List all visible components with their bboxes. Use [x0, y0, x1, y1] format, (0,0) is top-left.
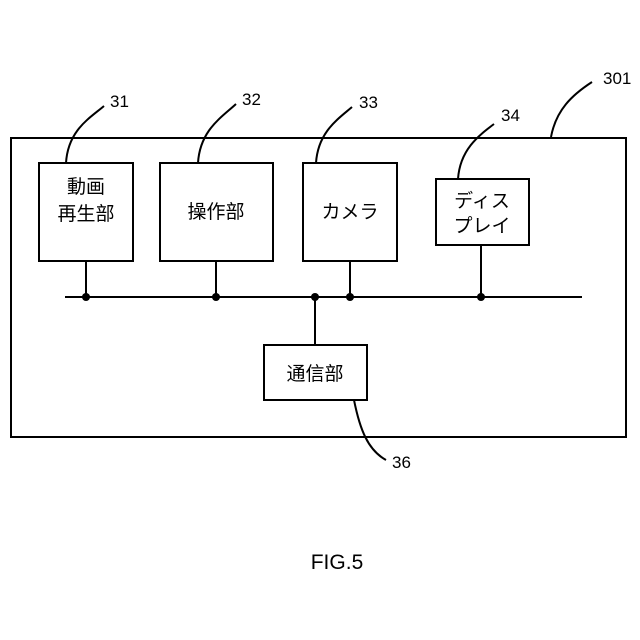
display-block: ディス プレイ	[436, 179, 529, 245]
device-ref-number: 301	[603, 69, 631, 88]
video-player-ref-number: 31	[110, 92, 129, 111]
junction-dot-operation	[212, 293, 220, 301]
junction-dot-video-player	[82, 293, 90, 301]
operation-label: 操作部	[187, 201, 244, 223]
camera-label: カメラ	[321, 201, 378, 223]
camera-leader-line	[316, 107, 352, 163]
junction-dot-camera	[346, 293, 354, 301]
video-player-leader-line	[66, 106, 104, 163]
communication-leader-line	[354, 400, 386, 460]
communication-block: 通信部	[264, 345, 367, 400]
operation-leader-line	[198, 104, 236, 163]
figure-caption: FIG.5	[311, 551, 364, 574]
display-ref-number: 34	[501, 106, 520, 125]
display-label-line1: ディス	[454, 190, 510, 212]
operation-block: 操作部	[160, 163, 273, 261]
device-leader-line	[551, 82, 592, 137]
communication-label: 通信部	[286, 363, 343, 385]
display-label-line2: プレイ	[453, 215, 510, 237]
display-leader-line	[458, 124, 494, 179]
video-player-label-line1: 動画	[67, 176, 105, 198]
communication-ref-number: 36	[392, 453, 411, 472]
junction-dot-communication	[311, 293, 319, 301]
video-player-label-line2: 再生部	[57, 203, 114, 225]
junction-dot-display	[477, 293, 485, 301]
camera-block: カメラ	[303, 163, 397, 261]
video-player-block: 動画 再生部	[39, 163, 133, 261]
camera-ref-number: 33	[359, 93, 378, 112]
operation-ref-number: 32	[242, 90, 261, 109]
